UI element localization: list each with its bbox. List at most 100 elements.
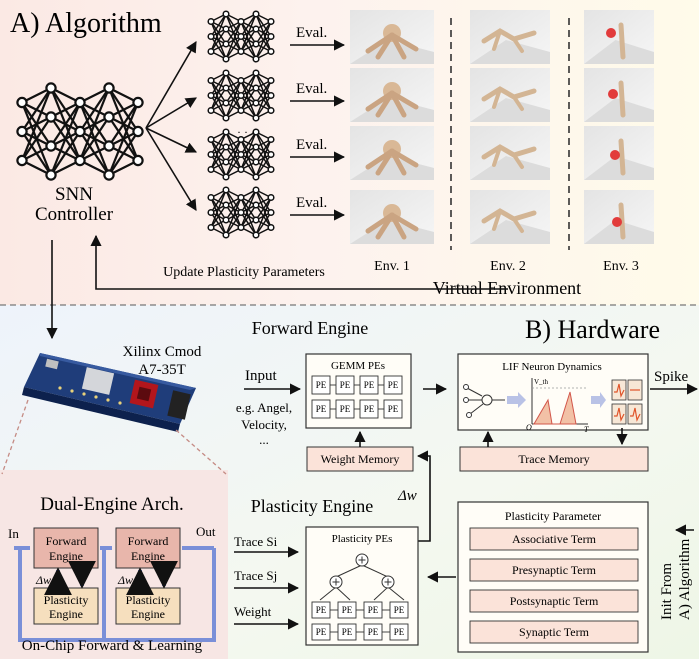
candidate-network-edge [255,139,272,178]
snn-edge [107,102,140,176]
env-3-frame-1 [584,10,654,64]
candidate-network-edge [255,154,272,178]
snn-edge [49,102,82,176]
candidate-network-node [222,216,230,224]
snn-node [16,125,28,138]
env-floor [350,220,434,244]
snn-node [74,154,86,167]
candidate-network-node [222,84,230,92]
cheetah-body-icon [481,208,537,224]
ant-leg-icon [375,90,395,118]
env-floor [584,98,654,122]
update-feedback-arrow [90,234,508,290]
weight-input-label: Weight [234,604,272,619]
gemm-pe: PE [335,399,360,419]
eval-arrows: Eval.Eval.Eval.Eval. [290,25,346,221]
ant-leg-icon [375,212,395,240]
plasticity-engine-line2: Engine [49,607,83,621]
candidate-network-node [207,76,215,85]
snn-node [45,140,57,152]
lif-arrow-icon [507,392,526,408]
plasticity-pe: PE [311,623,338,641]
snn-edge [50,130,81,176]
candidate-network-edge [225,21,242,60]
dual-engine-caption: On-Chip Forward & Learning [22,638,203,654]
lif-origin-label: O [526,423,532,432]
term-label-3: Postsynaptic Term [510,594,599,608]
candidate-network-node [222,201,230,209]
candidate-network-node [222,158,230,166]
candidate-network-node [267,32,275,41]
gemm-pe: PE [311,375,336,395]
candidate-network-node [222,114,230,122]
candidate-network-node [252,25,260,33]
spike-label: Spike [654,369,689,385]
controller-label-line2: Controller [35,204,114,225]
candidate-network-4-icon [207,186,275,239]
cheetah-leg-icon [512,37,524,53]
candidate-network-node [207,106,215,115]
pe-label: PE [388,380,399,390]
candidate-network-node [222,69,230,77]
candidate-network-node [207,91,215,100]
cheetah-body-icon [481,28,537,44]
candidate-network-node [237,32,245,41]
pe-label: PE [364,404,375,414]
candidate-network-node [267,76,275,85]
input-example-3: ... [259,432,269,447]
gemm-pe: PE [335,375,360,395]
plasticity-engine-line1: Plasticity [44,593,89,607]
env-label-3: Env. 3 [603,259,639,274]
candidate-network-node [237,76,245,85]
candidate-network-edge [240,204,257,228]
candidate-network-node [237,91,245,100]
lif-arrow-icon-2 [591,392,606,408]
cheetah-leg-icon [512,95,524,111]
candidate-network-node [252,231,260,239]
reacher-arm-icon [618,80,626,118]
term-box-2 [469,558,639,582]
eval-label-3: Eval. [296,137,327,153]
candidate-network-edge [210,13,227,37]
forward-engine-line1: Forward [46,534,87,548]
snn-node [74,125,86,138]
trace-memory-block [459,446,649,472]
gemm-pe: PE [311,399,336,419]
env-floor [350,98,434,122]
snn-node [132,125,144,138]
update-parameters-label: Update Plasticity Parameters [163,265,325,280]
candidate-network-edge [240,189,257,228]
candidate-network-edge [225,80,242,104]
input-label: Input [245,368,277,384]
board-name-line1: Xilinx Cmod [123,344,202,360]
ant-leg-icon [389,148,419,168]
snn-node [45,82,57,94]
spike-wave [630,407,641,422]
ant-leg-icon [389,32,419,52]
env-floor [470,220,550,244]
zoom-lines [1,399,227,475]
term-label-2: Presynaptic Term [512,563,597,577]
pe-label: PE [394,627,405,637]
env-floor [470,156,550,180]
candidate-network-node [252,186,260,194]
env-3-frame-4 [584,190,654,244]
spike-tile-icon [611,379,627,401]
snn-node [103,111,115,123]
snn-edge [20,87,53,161]
candidate-network-node [237,165,245,174]
candidate-network-node [207,47,215,56]
ant-leg-icon [375,32,395,60]
env-2-frame-4 [470,190,550,244]
candidate-network-edge [225,139,242,163]
candidate-network-node [267,208,275,217]
controller-label-line1: SNN [55,184,93,205]
candidate-network-node [237,17,245,26]
candidate-network-node [252,55,260,63]
gemm-pe: PE [383,375,403,395]
candidate-network-edge [255,80,272,119]
trace-memory-label: Trace Memory [518,452,589,466]
